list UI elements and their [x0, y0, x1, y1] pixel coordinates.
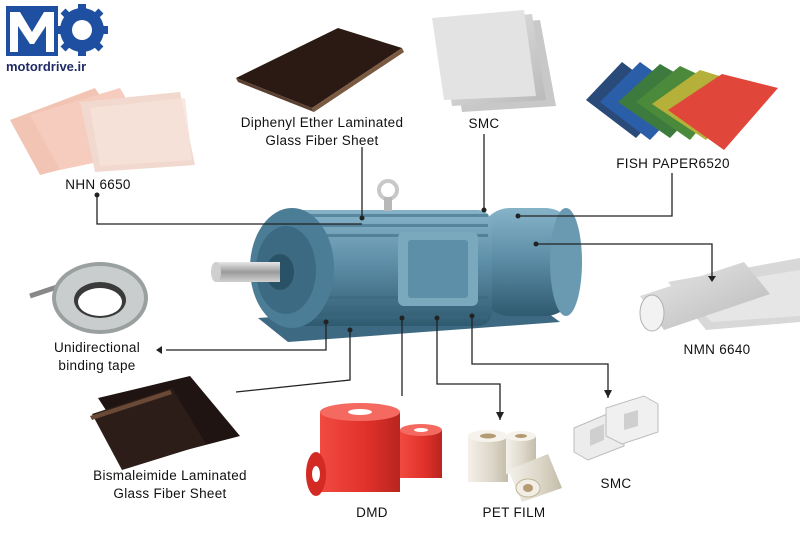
- smc-bottom-blocks-image: [573, 395, 659, 461]
- label-binding-line1: Unidirectional: [54, 340, 140, 355]
- dmd-red-rolls-image: [306, 403, 442, 496]
- motor-fan-cover: [480, 208, 575, 316]
- motor-fan-cap: [550, 208, 582, 316]
- label-nmn-6640: NMN 6640: [683, 342, 751, 357]
- label-smc-top: SMC: [468, 116, 500, 131]
- label-dmd: DMD: [356, 505, 388, 520]
- motor-lifting-eye: [377, 179, 399, 201]
- label-binding-line2: binding tape: [58, 358, 136, 373]
- logo-gear-hole: [72, 20, 92, 40]
- label-pet-film: PET FILM: [482, 505, 546, 520]
- label-bismaleimide: Bismaleimide Laminated Glass Fiber Sheet: [60, 467, 280, 503]
- smc-top-sheets-image: [432, 10, 556, 112]
- motor-cooling-fins: [292, 214, 488, 319]
- electric-motor-illustration: [211, 179, 582, 342]
- label-fish-paper: FISH PAPER6520: [616, 156, 730, 171]
- brand-logo: [6, 4, 108, 56]
- leader-nmn: [536, 243, 713, 276]
- label-smc-bottom: SMC: [600, 476, 632, 491]
- label-diphenyl-line2: Glass Fiber Sheet: [265, 133, 379, 148]
- leader-lines: [96, 134, 713, 420]
- leader-bismaleimide: [235, 330, 351, 393]
- bismaleimide-sheets-image: [90, 376, 240, 470]
- label-bismaleimide-line2: Glass Fiber Sheet: [113, 486, 227, 501]
- pet-film-rolls-image: [468, 430, 562, 502]
- motor-shaft: [216, 262, 280, 282]
- leader-binding: [166, 322, 327, 351]
- leader-fish-paper: [518, 173, 673, 217]
- label-nhn-6650: NHN 6650: [65, 177, 131, 192]
- diphenyl-ether-sheet-image: [236, 28, 404, 112]
- brand-site-name: motordrive.ir: [6, 59, 87, 74]
- fish-paper-fan-image: [586, 62, 778, 150]
- nmn-6640-roll-image: [639, 258, 800, 332]
- label-binding-tape: Unidirectional binding tape: [34, 339, 160, 375]
- leader-nhn: [96, 195, 362, 225]
- label-diphenyl-ether: Diphenyl Ether Laminated Glass Fiber She…: [205, 114, 439, 150]
- label-bismaleimide-line1: Bismaleimide Laminated: [93, 468, 247, 483]
- nhn-6650-sheets-image: [10, 88, 195, 175]
- label-diphenyl-line1: Diphenyl Ether Laminated: [240, 115, 404, 130]
- leader-smc-bottom: [471, 316, 609, 398]
- leader-endpoints: [94, 192, 716, 420]
- leader-pet: [436, 318, 501, 420]
- binding-tape-roll-image: [29, 262, 148, 334]
- logo-m-letter: [10, 12, 54, 52]
